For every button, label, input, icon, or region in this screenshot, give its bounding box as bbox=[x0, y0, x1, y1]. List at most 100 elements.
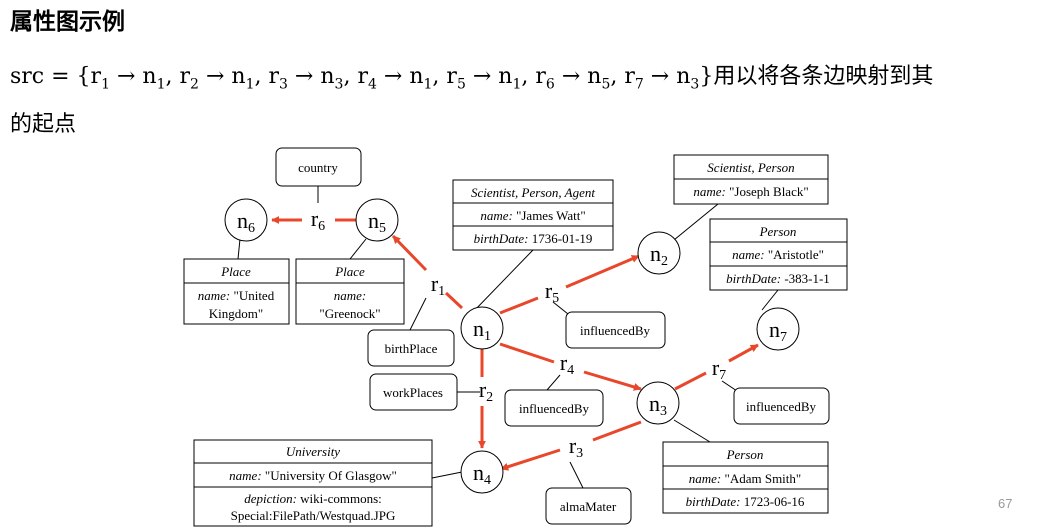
greenock-prop-key: name: bbox=[334, 288, 367, 303]
connector-birthplace bbox=[409, 297, 427, 331]
formula-mapping-7: r7 → n3 bbox=[624, 64, 700, 93]
edge-r3-n4-part bbox=[500, 448, 561, 471]
connector-n5-box bbox=[349, 238, 367, 260]
slide-title: 属性图示例 bbox=[10, 9, 125, 35]
formula-text-line2: 的起点 bbox=[10, 112, 77, 137]
uk-labels: Place bbox=[220, 264, 251, 279]
edge-r7-label: r7 bbox=[712, 355, 726, 383]
node-n5-label: n5 bbox=[368, 208, 386, 236]
node-n2-circle bbox=[637, 231, 681, 275]
glasgow-prop-depiction-line2: Special:FilePath/Westquad.JPG bbox=[231, 508, 396, 523]
edgetype-influencedby-r7-box bbox=[733, 387, 830, 425]
greenock-prop-value: "Greenock" bbox=[319, 306, 380, 321]
connector-n3-smithbox bbox=[673, 419, 711, 443]
edgetype-influencedby-r5-box bbox=[565, 311, 666, 349]
uk-box bbox=[183, 258, 290, 325]
edgetype-almamater-box bbox=[545, 487, 632, 525]
formula-mapping-1: r1 → n1 bbox=[90, 64, 166, 93]
node-n1-circle bbox=[460, 306, 504, 350]
edgetype-workplaces-box bbox=[369, 373, 458, 411]
uk-prop-name-line2: Kingdom" bbox=[209, 306, 263, 321]
node-n1-label: n1 bbox=[473, 316, 491, 344]
aristotle-labels: Person bbox=[759, 224, 797, 239]
smith-prop-birthdate: birthDate: 1723-06-16 bbox=[686, 494, 805, 509]
formula-comma: , bbox=[432, 64, 447, 89]
aristotle-prop-name: name: "Aristotle" bbox=[732, 247, 824, 262]
node-n6-label: n6 bbox=[237, 208, 255, 236]
edgetype-country-box bbox=[275, 147, 362, 187]
node-n2-label: n2 bbox=[650, 241, 668, 269]
node-n7-circle bbox=[756, 307, 800, 351]
edge-r5-label: r5 bbox=[545, 278, 559, 306]
glasgow-prop-depiction-line1: depiction: wiki-commons: bbox=[244, 491, 382, 506]
src-formula: src = {r1 → n1, r2 → n1, r3 → n3, r4 → n… bbox=[10, 58, 933, 92]
edge-r3-n3-part bbox=[592, 420, 642, 442]
formula-mapping-4: r4 → n1 bbox=[357, 64, 433, 93]
watt-prop-birthdate: birthDate: 1736-01-19 bbox=[474, 231, 593, 246]
edge-type-texts: country birthPlace workPlaces influenced… bbox=[298, 160, 816, 514]
edge-r3-label: r3 bbox=[569, 433, 583, 461]
uk-prop-name-line1: name: "United bbox=[198, 288, 275, 303]
edge-r2-label: r2 bbox=[479, 377, 493, 405]
edgetype-workplaces-text: workPlaces bbox=[383, 385, 443, 400]
connector-n7-aristbox bbox=[761, 289, 779, 311]
node-n6-circle bbox=[224, 198, 268, 242]
connector-almamater bbox=[569, 461, 584, 489]
node-n5-circle bbox=[355, 198, 399, 242]
aristotle-box bbox=[709, 218, 848, 291]
connector-n4-glasgowbox bbox=[431, 471, 463, 479]
watt-labels: Scientist, Person, Agent bbox=[471, 185, 595, 200]
node-n4-label: n4 bbox=[473, 460, 491, 488]
edge-r4-label: r4 bbox=[560, 350, 574, 378]
node-n3-label: n3 bbox=[649, 391, 667, 419]
aristotle-prop-birthdate: birthDate: -383-1-1 bbox=[726, 271, 830, 286]
edge-r7-n7-part bbox=[728, 343, 759, 363]
edge-r5-n1-part bbox=[499, 296, 539, 315]
edgetype-influencedby-r4-box bbox=[504, 389, 604, 427]
page-number: 67 bbox=[998, 496, 1013, 511]
nodes bbox=[224, 198, 800, 494]
edgetype-almamater-text: almaMater bbox=[560, 499, 617, 514]
node-n4-circle bbox=[460, 450, 504, 494]
greenock-box bbox=[295, 258, 405, 325]
edgetype-birthplace-box bbox=[367, 329, 455, 367]
node-n3-circle bbox=[636, 381, 680, 425]
formula-mapping-3: r3 → n3 bbox=[268, 64, 344, 93]
formula-mappings: r1 → n1, r2 → n1, r3 → n3, r4 → n1, r5 →… bbox=[90, 64, 700, 93]
edge-r4-n1-part bbox=[499, 342, 555, 364]
formula-suffix: } bbox=[699, 64, 714, 89]
edge-r1-n1-part bbox=[444, 291, 464, 310]
edgetype-influencedby-r4-text: influencedBy bbox=[519, 401, 590, 416]
formula-comma: , bbox=[610, 64, 625, 89]
edgetype-country-text: country bbox=[298, 160, 338, 175]
formula-comma: , bbox=[165, 64, 180, 89]
glasgow-prop-name: name: "University Of Glasgow" bbox=[229, 468, 397, 483]
formula-mapping-6: r6 → n5 bbox=[535, 64, 611, 93]
greenock-labels: Place bbox=[334, 264, 365, 279]
formula-comma: , bbox=[254, 64, 269, 89]
connector-n6-box bbox=[237, 238, 241, 260]
property-box-frames bbox=[183, 154, 848, 527]
edge-r7-n3-part bbox=[674, 371, 707, 391]
edgetype-influencedby-r5-text: influencedBy bbox=[580, 323, 651, 338]
formula-mapping-5: r5 → n1 bbox=[446, 64, 522, 93]
node-labels: n6 n5 n1 n2 n7 n3 n4 bbox=[237, 208, 787, 488]
smith-box bbox=[662, 441, 829, 514]
edgetype-influencedby-r7-text: influencedBy bbox=[746, 399, 817, 414]
connector-influencedby-r4 bbox=[546, 374, 561, 391]
glasgow-box bbox=[193, 439, 433, 527]
edge-r6-label: r6 bbox=[311, 206, 325, 234]
formula-prefix: src = { bbox=[10, 64, 91, 89]
node-n7-label: n7 bbox=[769, 317, 787, 345]
formula-mapping-2: r2 → n1 bbox=[179, 64, 255, 93]
watt-prop-name: name: "James Watt" bbox=[480, 208, 585, 223]
edgetype-birthplace-text: birthPlace bbox=[385, 341, 438, 356]
formula-comma: , bbox=[343, 64, 358, 89]
formula-comma: , bbox=[521, 64, 536, 89]
watt-box bbox=[452, 179, 614, 251]
black-prop-name: name: "Joseph Black" bbox=[693, 184, 808, 199]
property-box-texts: Scientist, Person, Agent name: "James Wa… bbox=[198, 160, 830, 523]
edge-r1-label: r1 bbox=[431, 271, 445, 299]
black-labels: Scientist, Person bbox=[707, 160, 794, 175]
formula-text-line1: 用以将各条边映射到其 bbox=[713, 64, 934, 89]
